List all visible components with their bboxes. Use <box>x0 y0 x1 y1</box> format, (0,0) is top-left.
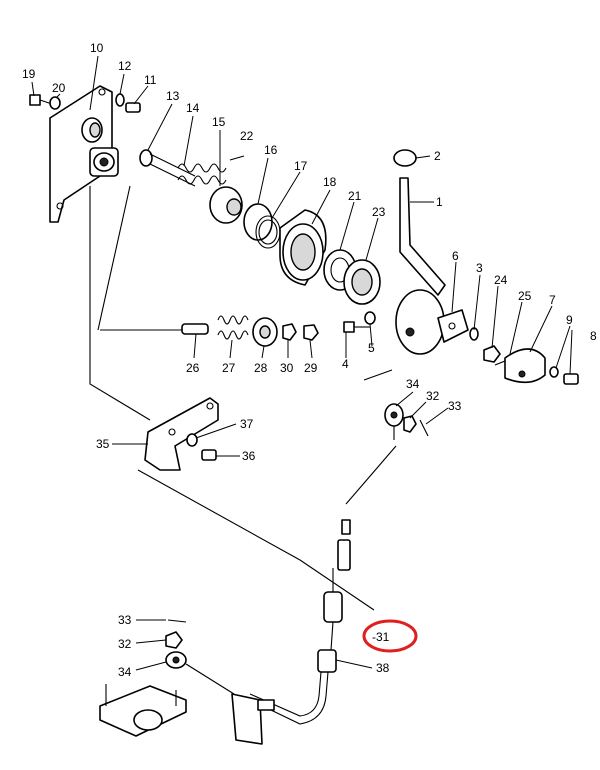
washer-9 <box>549 366 559 378</box>
cable-upper-fitting <box>337 519 351 571</box>
flange-6 <box>395 289 469 355</box>
cotter-pin-33-lower <box>167 619 187 623</box>
highlight-circle <box>362 619 418 653</box>
knob-2 <box>393 149 417 167</box>
spring-14 <box>177 163 227 185</box>
cam-7 <box>504 348 546 384</box>
callout-11: 11 <box>144 73 157 87</box>
housing-18 <box>279 209 327 286</box>
callout-26: 26 <box>186 361 200 375</box>
callout-24: 24 <box>494 273 508 287</box>
callout-labels: 1 2 3 4 5 6 7 8 9 10 11 12 13 14 15 16 1… <box>22 41 597 679</box>
pin-26 <box>181 323 209 335</box>
nut-24 <box>483 345 501 363</box>
nut-30 <box>282 323 297 341</box>
gear-28 <box>252 317 278 347</box>
callout-13: 13 <box>166 89 180 103</box>
lower-base <box>99 684 187 737</box>
leader-lines <box>31 55 573 671</box>
callout-21: 21 <box>348 189 362 203</box>
spring-27 <box>217 315 249 340</box>
callout-27: 27 <box>222 361 236 375</box>
bolt-19 <box>29 94 53 106</box>
callout-5: 5 <box>368 341 375 355</box>
callout-7: 7 <box>549 293 556 307</box>
washer-37 <box>186 433 198 447</box>
bracket-35 <box>144 397 219 471</box>
collar-15 <box>209 186 243 224</box>
washer-20 <box>49 96 61 110</box>
callout-35: 35 <box>96 437 110 451</box>
mounting-plate <box>49 85 119 223</box>
callout-18: 18 <box>323 175 337 189</box>
washer-12 <box>115 93 125 107</box>
callout-30: 30 <box>280 361 294 375</box>
callout-12: 12 <box>118 59 132 73</box>
callout-33-upper: 33 <box>448 399 462 413</box>
bearing-23 <box>343 259 381 305</box>
callout-34-upper: 34 <box>406 377 420 391</box>
callout-25: 25 <box>518 289 532 303</box>
callout-9: 9 <box>566 313 573 327</box>
rod-end-34-lower <box>165 651 235 695</box>
callout-38: 38 <box>376 661 390 675</box>
lower-bracket <box>231 693 275 745</box>
callout-16: 16 <box>264 143 278 157</box>
callout-15: 15 <box>212 115 226 129</box>
callout-32-lower: 32 <box>118 637 132 651</box>
bolt-36 <box>201 449 217 461</box>
callout-14: 14 <box>186 101 200 115</box>
shaft-13 <box>139 149 196 187</box>
callout-34-lower: 34 <box>118 665 132 679</box>
bolt-8 <box>563 373 579 385</box>
callout-37: 37 <box>240 417 254 431</box>
pin-22 <box>229 155 245 161</box>
nut-32-upper <box>403 415 417 433</box>
bolt-11 <box>125 102 141 113</box>
callout-20: 20 <box>52 81 66 95</box>
cotter-pin-33-upper <box>419 419 429 437</box>
callout-17: 17 <box>294 159 308 173</box>
nut-32-lower <box>165 631 183 649</box>
rod-end-34-upper <box>384 403 404 440</box>
callout-19: 19 <box>22 67 36 81</box>
cable-31 <box>323 568 343 651</box>
lever-1 <box>399 177 446 296</box>
callout-2: 2 <box>434 149 441 163</box>
washer-5 <box>364 311 376 325</box>
callout-1: 1 <box>436 195 443 209</box>
callout-23: 23 <box>372 205 386 219</box>
callout-33-lower: 33 <box>118 613 132 627</box>
callout-32-upper: 32 <box>426 389 440 403</box>
callout-31: -31 <box>372 630 390 644</box>
callout-3: 3 <box>476 261 483 275</box>
cable-38 <box>249 649 337 725</box>
callout-8: 8 <box>590 329 597 343</box>
phantom-lines <box>89 185 397 611</box>
callout-10: 10 <box>90 41 104 55</box>
bolt-4 <box>343 321 370 333</box>
nut-29 <box>303 324 319 341</box>
callout-22: 22 <box>240 129 254 143</box>
callout-4: 4 <box>342 357 349 371</box>
callout-29: 29 <box>304 361 318 375</box>
callout-6: 6 <box>452 249 459 263</box>
callout-36: 36 <box>242 449 256 463</box>
callout-28: 28 <box>254 361 268 375</box>
